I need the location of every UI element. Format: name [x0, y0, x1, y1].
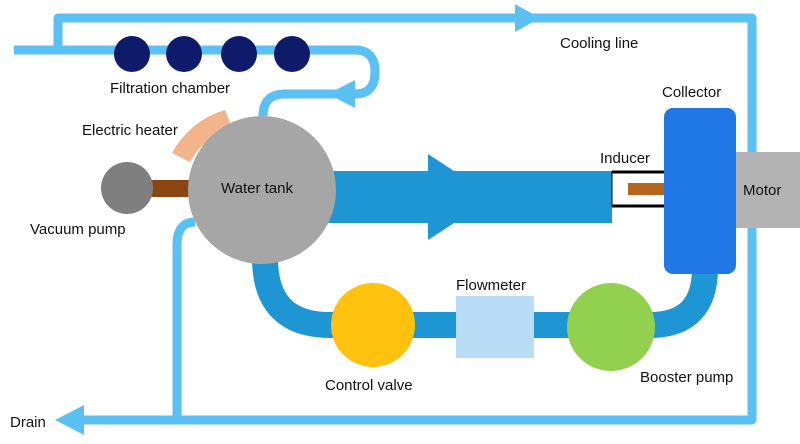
collector — [664, 108, 736, 274]
label-filtration-chamber: Filtration chamber — [110, 80, 230, 97]
label-control-valve: Control valve — [325, 377, 413, 394]
label-drain: Drain — [10, 414, 46, 431]
label-inducer: Inducer — [600, 150, 650, 167]
label-water-tank: Water tank — [221, 180, 293, 197]
cooling-line-arrow-left — [328, 80, 355, 108]
filter-ball — [114, 36, 150, 72]
control-valve — [331, 283, 415, 367]
label-vacuum-pump: Vacuum pump — [30, 221, 126, 238]
booster-pump — [567, 283, 655, 371]
flow-arrow — [428, 154, 494, 240]
filter-ball — [274, 36, 310, 72]
inducer-rotor — [628, 183, 668, 195]
label-motor: Motor — [743, 182, 781, 199]
label-cooling-line: Cooling line — [560, 35, 638, 52]
cooling-line-arrow-right — [515, 4, 540, 32]
vacuum-pump — [101, 162, 153, 214]
label-flowmeter: Flowmeter — [456, 277, 526, 294]
flowmeter — [456, 296, 534, 358]
label-electric-heater: Electric heater — [82, 122, 178, 139]
cooling-line-tank-drop — [172, 217, 196, 420]
water-tank — [188, 116, 336, 264]
filter-ball — [166, 36, 202, 72]
label-collector: Collector — [662, 84, 721, 101]
label-booster-pump: Booster pump — [640, 369, 733, 386]
vacuum-pump-shaft — [148, 180, 200, 197]
cooling-line-loop — [14, 13, 757, 425]
drain-arrow — [55, 405, 84, 435]
filter-ball — [221, 36, 257, 72]
electric-heater — [172, 110, 232, 162]
motor — [728, 152, 800, 228]
